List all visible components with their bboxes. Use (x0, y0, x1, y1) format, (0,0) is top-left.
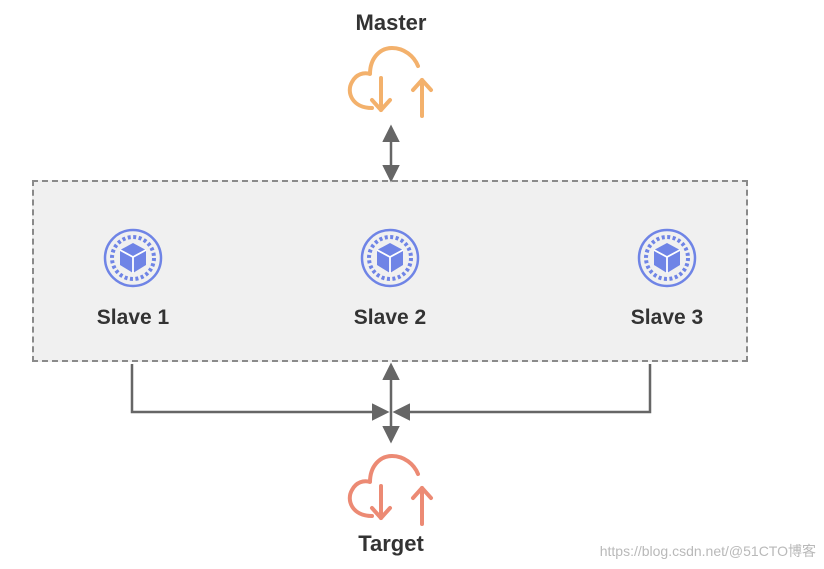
slave-2-label: Slave 2 (353, 306, 427, 329)
slave-3-connector (392, 364, 652, 421)
slave-1-connector (130, 364, 390, 421)
target-cloud-icon (347, 454, 433, 526)
slave-1-node-icon (103, 228, 163, 288)
slave-1-label: Slave 1 (96, 306, 170, 329)
slave-2-node-icon (360, 228, 420, 288)
target-label: Target (358, 531, 424, 556)
slave-3-node-icon (637, 228, 697, 288)
slave-3-label: Slave 3 (630, 306, 704, 329)
master-label: Master (355, 10, 427, 35)
watermark: https://blog.csdn.net/@51CTO博客 (599, 543, 816, 559)
master-cloud-icon (347, 46, 433, 118)
